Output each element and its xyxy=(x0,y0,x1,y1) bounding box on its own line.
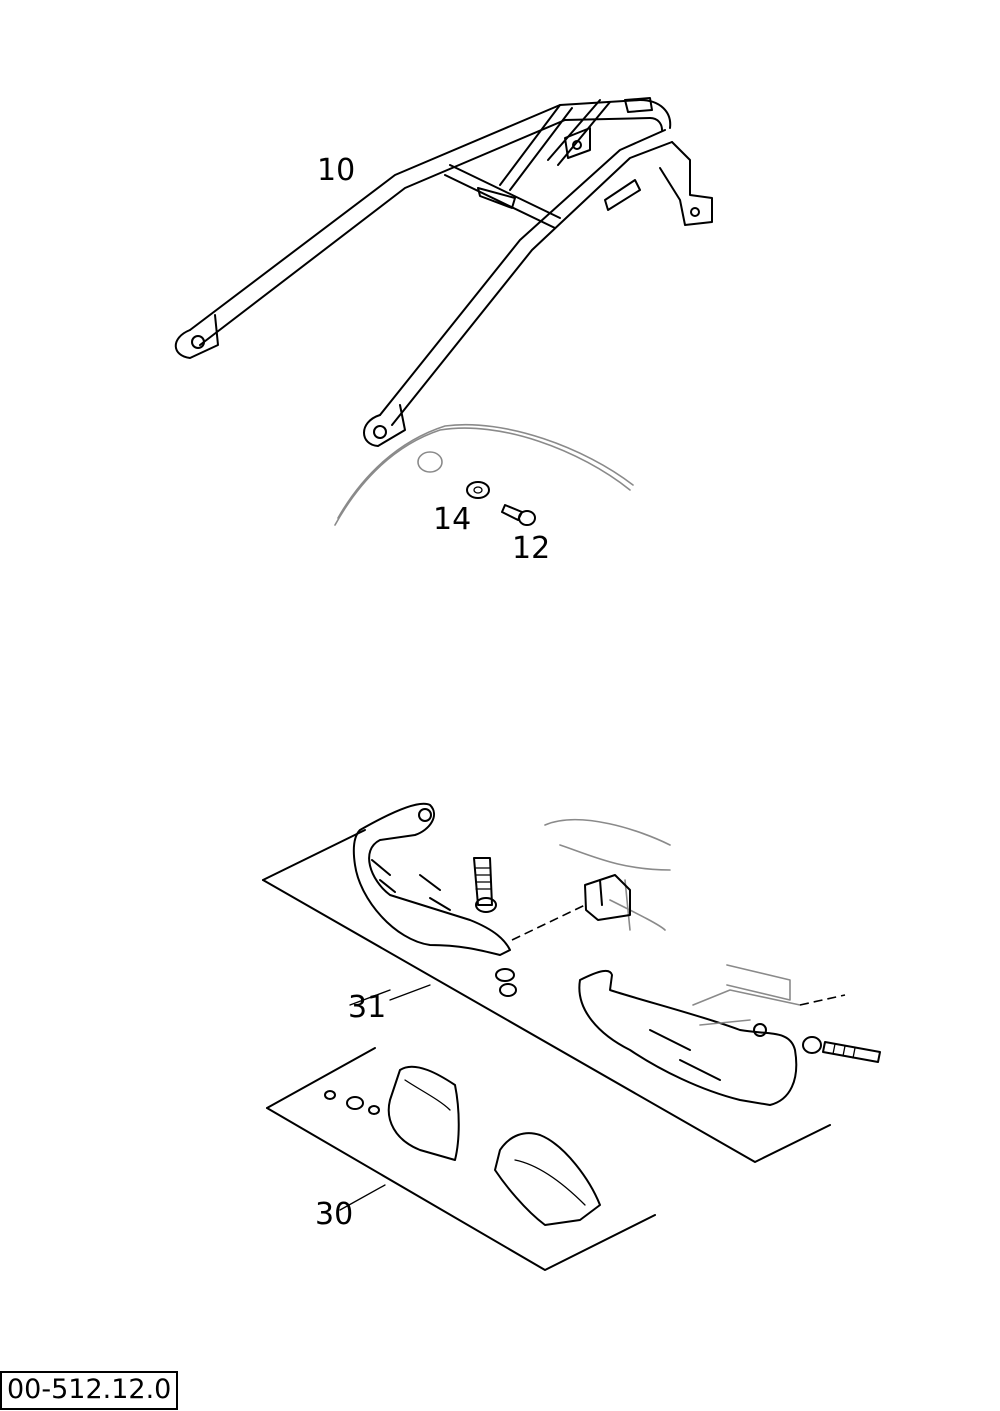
label-part-31: 31 xyxy=(348,990,387,1025)
left-handguard xyxy=(352,802,511,956)
label-part-14: 14 xyxy=(433,502,472,537)
fender-outline xyxy=(334,423,634,526)
label-part-10: 10 xyxy=(317,153,356,188)
wind-deflector-right xyxy=(494,1132,601,1226)
assembly-line-right xyxy=(799,994,846,1006)
wind-deflector-kit-frame xyxy=(266,989,656,1271)
label-part-12: 12 xyxy=(512,531,551,566)
wind-deflector-left xyxy=(387,1065,460,1161)
grip-ghost xyxy=(692,964,801,1026)
document-code: 00-512.12.0 xyxy=(0,1371,179,1410)
handlebar-ghost xyxy=(544,818,671,931)
clamp-bracket xyxy=(584,874,631,921)
handguard-kit-frame xyxy=(262,829,831,1163)
washer-part-14 xyxy=(466,481,490,499)
assembly-line-left xyxy=(511,904,586,941)
luggage-rack xyxy=(174,97,713,447)
wind-deflector-hardware xyxy=(324,1090,380,1115)
right-guard-bolt xyxy=(802,1036,881,1063)
screw-part-12 xyxy=(501,504,536,526)
label-part-30: 30 xyxy=(315,1197,354,1232)
right-handguard xyxy=(578,969,798,1106)
left-guard-bolt xyxy=(473,857,517,997)
